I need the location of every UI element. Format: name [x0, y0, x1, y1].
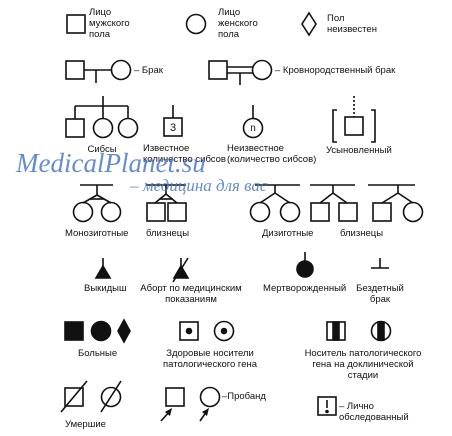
carrier-icon: [179, 320, 235, 342]
dizygotic-twins-mixed-icon: [368, 184, 424, 223]
label-childless: Бездетный брак: [356, 283, 404, 305]
label-monozygotic: Монозиготные: [65, 228, 129, 239]
watermark-tagline: – медицина для вас: [130, 176, 268, 195]
monozygotic-twins-icon: [72, 184, 122, 223]
label-twins-1: близнецы: [146, 228, 190, 239]
watermark-title: MedicalPlanet.su: [16, 148, 206, 178]
label-known-siblings: Известное количество сибсов: [143, 143, 226, 165]
label-affected: Больные: [78, 348, 118, 359]
label-twins-2: близнецы: [340, 228, 384, 239]
label-consanguineous: – Кровнородственный брак: [275, 65, 396, 76]
label-deceased: Умершие: [65, 419, 106, 430]
label-examined: – Лично обследованный: [339, 401, 409, 423]
label-stillborn: Мертворожденный: [263, 283, 347, 294]
label-preclinical: Носитель патологического гена на доклини…: [304, 348, 422, 381]
siblings-icon: [65, 96, 139, 139]
examined-icon: [317, 396, 337, 416]
unknown-siblings-letter: n: [250, 123, 256, 134]
proband-icon: [160, 386, 221, 422]
female-circle-icon: [185, 13, 207, 35]
label-adopted: Усыновленный: [326, 145, 392, 156]
known-siblings-icon: [163, 105, 183, 137]
known-siblings-number: 3: [170, 122, 176, 134]
label-unknown-siblings: Неизвестное (количество сибсов): [227, 143, 317, 165]
preclinical-carrier-icon: [326, 320, 392, 342]
stillborn-icon: [296, 252, 314, 278]
label-unknown-sex: Пол неизвестен: [327, 13, 377, 35]
label-carriers: Здоровые носители патологического гена: [162, 348, 258, 370]
label-female: Лицо женского пола: [218, 7, 258, 40]
childless-marriage-icon: [371, 258, 389, 269]
label-abortion: Аборт по медицинским показаниям: [140, 283, 242, 305]
marriage-icon: [65, 59, 132, 83]
label-male: Лицо мужского пола: [89, 7, 130, 40]
male-square-icon: [66, 14, 86, 34]
adopted-icon: [332, 96, 376, 143]
monozygotic-twins-male-icon: [146, 184, 187, 222]
unknown-siblings-icon: [242, 105, 264, 139]
deceased-icon: [60, 380, 122, 413]
label-miscarriage: Выкидыш: [84, 283, 127, 294]
dizygotic-twins-icon: [249, 184, 301, 223]
label-siblings: Сибсы: [87, 144, 117, 155]
affected-icon: [64, 318, 131, 344]
dizygotic-twins-male-icon: [310, 184, 358, 222]
consanguineous-marriage-icon: [208, 59, 273, 85]
label-dizygotic: Дизиготные: [262, 228, 314, 239]
miscarriage-icon: [94, 258, 112, 279]
unknown-sex-diamond-icon: [301, 11, 317, 37]
abortion-icon: [172, 257, 190, 283]
label-marriage: – Брак: [134, 65, 163, 76]
label-proband: –Пробанд: [222, 391, 266, 402]
